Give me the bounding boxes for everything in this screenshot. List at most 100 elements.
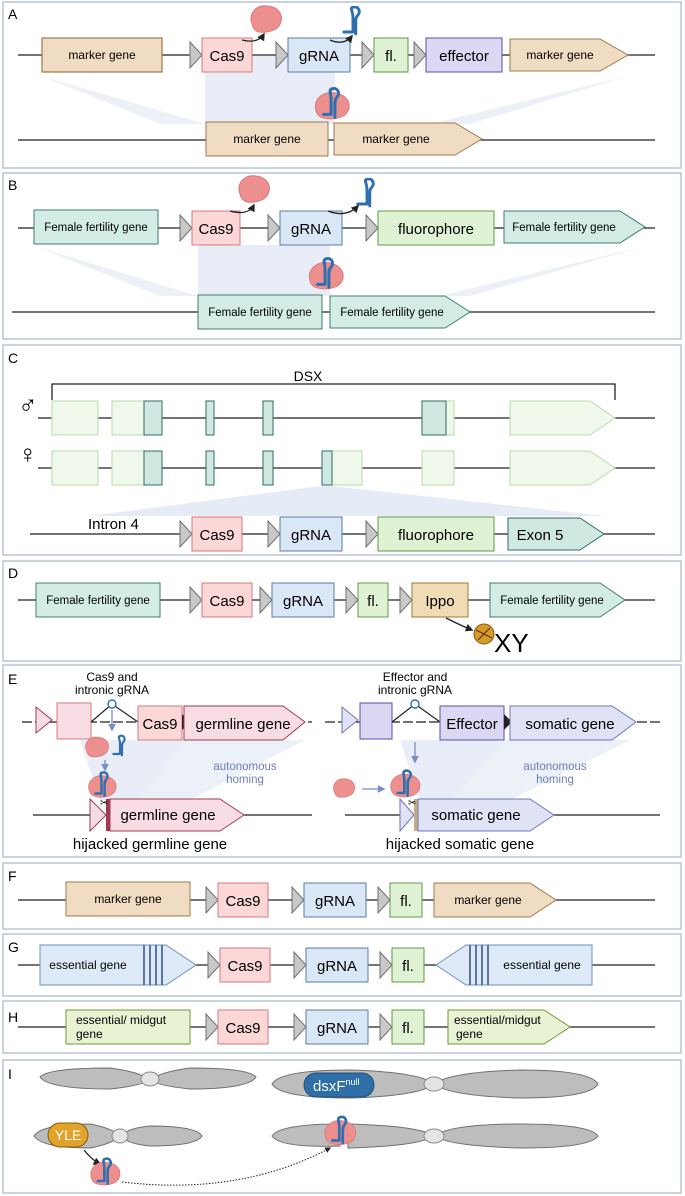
target-marker-left-label: marker gene	[233, 132, 301, 146]
fluorophore-box	[357, 582, 389, 618]
effector-label: effector	[439, 48, 489, 65]
panel-f-border	[2, 862, 682, 930]
male-exon-dark	[205, 400, 215, 436]
midgut-gene-right-line1: essential/midgut	[454, 1013, 541, 1027]
target-fertility-left-label: Female fertility gene	[208, 307, 312, 319]
left-target-promoter	[89, 797, 107, 833]
fluorophore-box	[377, 516, 495, 552]
panel-e-border	[2, 664, 682, 858]
right-caption: hijacked somatic gene	[386, 836, 534, 853]
grna-box	[279, 516, 343, 552]
expression-arrow	[83, 1149, 102, 1165]
promoter-icon	[377, 885, 391, 915]
intron-label: Intron 4	[88, 516, 139, 533]
promoter-icon	[189, 585, 203, 615]
promoter-icon	[179, 213, 193, 243]
scissors-icon: ✂	[100, 798, 108, 809]
fl-label: fl.	[385, 48, 397, 65]
right-target-gene	[417, 798, 555, 832]
male-exon-dark	[421, 400, 447, 436]
female-exon	[51, 450, 99, 486]
fertility-gene-right-label: Female fertility gene	[512, 222, 616, 234]
target-marker-right	[333, 122, 483, 156]
right-label-line2: intronic gRNA	[378, 683, 452, 697]
left-germline-gene	[183, 705, 306, 741]
essential-gene-right	[435, 944, 593, 986]
right-intron-grna-icon	[410, 699, 420, 709]
cas9-label: Cas9	[199, 527, 234, 544]
xy-label: XY	[494, 628, 529, 658]
yle-label: YLE	[55, 1127, 81, 1143]
right-exon	[359, 702, 393, 740]
homing-shade-left	[34, 246, 198, 296]
fluorophore-box	[373, 37, 409, 73]
fl-label: fl.	[402, 1020, 414, 1037]
left-cas9-label: Cas9	[142, 716, 177, 733]
fluorophore-box	[391, 947, 425, 983]
panel-g-border	[2, 933, 682, 997]
female-exon-dark	[143, 450, 163, 486]
fluorophore-box	[377, 210, 495, 246]
essential-gene-right-label: essential gene	[503, 958, 581, 972]
marker-gene-left	[41, 37, 163, 73]
right-effector-label: Effector	[446, 716, 497, 733]
cas9-grna-complex-icon	[323, 1115, 358, 1147]
promoter-icon	[259, 585, 273, 615]
targeting-arrow	[121, 1147, 332, 1186]
panel-a-letter: A	[8, 6, 18, 22]
fluorophore-label: fluorophore	[398, 221, 474, 238]
fluorophore-box	[391, 1009, 425, 1045]
midgut-gene-left	[65, 1009, 191, 1045]
effector-box	[425, 37, 503, 73]
right-somatic-gene	[509, 705, 637, 741]
homing-shade-left-2	[140, 740, 305, 800]
fl-label: fl.	[400, 893, 412, 910]
panel-g: G essential gene Cas9 gRNA fl. essential…	[2, 933, 682, 997]
right-label-line1: Effector and	[383, 670, 448, 684]
left-label-line2: intronic gRNA	[75, 683, 149, 697]
cas9-box	[191, 516, 243, 552]
promoter-icon	[365, 519, 379, 549]
left-homing-line1: autonomous	[213, 761, 277, 773]
promoter-icon	[379, 1012, 393, 1042]
dsx-null-badge	[303, 1072, 375, 1098]
exon-label: Exon 5	[517, 527, 564, 544]
marker-gene-left	[65, 881, 191, 917]
left-exon	[56, 702, 92, 740]
marker-gene-right-label: marker gene	[454, 893, 522, 907]
grna-box	[303, 882, 367, 918]
panel-i-letter: I	[8, 1066, 12, 1082]
chromosome-icon	[347, 1123, 599, 1149]
grna-label: gRNA	[317, 1020, 357, 1037]
marker-gene-right	[509, 38, 630, 72]
grna-label: gRNA	[283, 593, 323, 610]
fluorophore-box	[389, 882, 423, 918]
promoter-icon	[207, 950, 221, 980]
xy-shredding-icon	[475, 627, 493, 641]
left-promoter-icon	[35, 705, 53, 735]
right-homing-line2: homing	[536, 774, 574, 786]
grna-box	[305, 947, 369, 983]
midgut-gene-right	[447, 1009, 571, 1045]
right-target-gene-label: somatic gene	[431, 807, 520, 824]
centromere	[111, 1128, 129, 1144]
homing-shade	[198, 245, 330, 296]
panel-e: E Cas9 and intronic gRNA Cas9 germline g…	[2, 664, 682, 858]
homing-shade-right	[400, 740, 505, 800]
cas9-protein-icon	[85, 736, 109, 758]
cas9-box	[217, 1009, 269, 1045]
chromosome-icon	[39, 1067, 257, 1090]
female-exon-dark	[321, 450, 333, 486]
cas9-label: Cas9	[225, 893, 260, 910]
promoter-icon	[275, 40, 289, 70]
fertility-gene-right-label: Female fertility gene	[500, 595, 604, 607]
cas9-box	[219, 947, 271, 983]
expression-arrow	[329, 34, 353, 44]
cas9-label: Cas9	[225, 1020, 260, 1037]
panel-e-letter: E	[8, 671, 17, 687]
male-last-exon	[509, 400, 616, 436]
panel-a: A marker gene Cas9 gRNA fl. effector mar…	[2, 1, 682, 169]
panel-a-border	[2, 1, 682, 169]
panel-g-letter: G	[8, 939, 19, 955]
dsx-bracket	[51, 383, 616, 400]
